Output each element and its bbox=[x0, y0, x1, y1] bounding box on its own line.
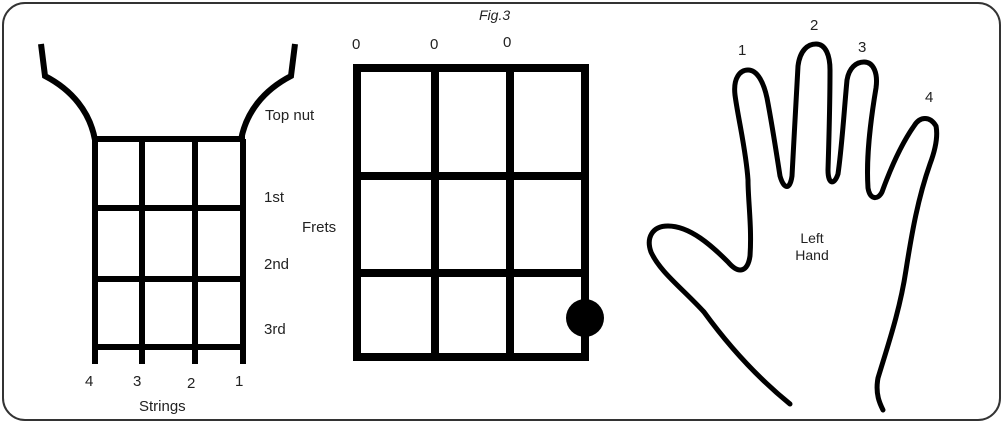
chord-grid bbox=[357, 68, 585, 357]
headstock-left-edge bbox=[41, 44, 95, 140]
left-hand-outline bbox=[649, 44, 936, 410]
fret-label-3rd: 3rd bbox=[264, 322, 286, 337]
finger-number-1: 1 bbox=[738, 43, 746, 58]
finger-number-3: 3 bbox=[858, 40, 866, 55]
frets-label: Frets bbox=[302, 220, 336, 235]
string-number-1: 1 bbox=[235, 374, 243, 389]
hand-label-line-2: Hand bbox=[792, 247, 832, 264]
open-string-marker-1: 0 bbox=[352, 37, 360, 52]
fretboard-diagram bbox=[41, 44, 295, 364]
figure-caption: Fig.3 bbox=[479, 8, 510, 22]
top-nut-label: Top nut bbox=[265, 108, 314, 123]
fret-label-1st: 1st bbox=[264, 190, 284, 205]
finger-number-2: 2 bbox=[810, 18, 818, 33]
strings-label: Strings bbox=[139, 399, 186, 414]
headstock-right-edge bbox=[241, 44, 295, 140]
open-string-marker-3: 0 bbox=[503, 35, 511, 50]
string-number-2: 2 bbox=[187, 376, 195, 391]
fret-label-2nd: 2nd bbox=[264, 257, 289, 272]
finger-dot bbox=[566, 299, 604, 337]
string-number-4: 4 bbox=[85, 374, 93, 389]
open-string-marker-2: 0 bbox=[430, 37, 438, 52]
hand-label: Left Hand bbox=[792, 230, 832, 264]
hand-label-line-1: Left bbox=[792, 230, 832, 247]
finger-number-4: 4 bbox=[925, 90, 933, 105]
chord-grid-border bbox=[357, 68, 585, 357]
string-number-3: 3 bbox=[133, 374, 141, 389]
